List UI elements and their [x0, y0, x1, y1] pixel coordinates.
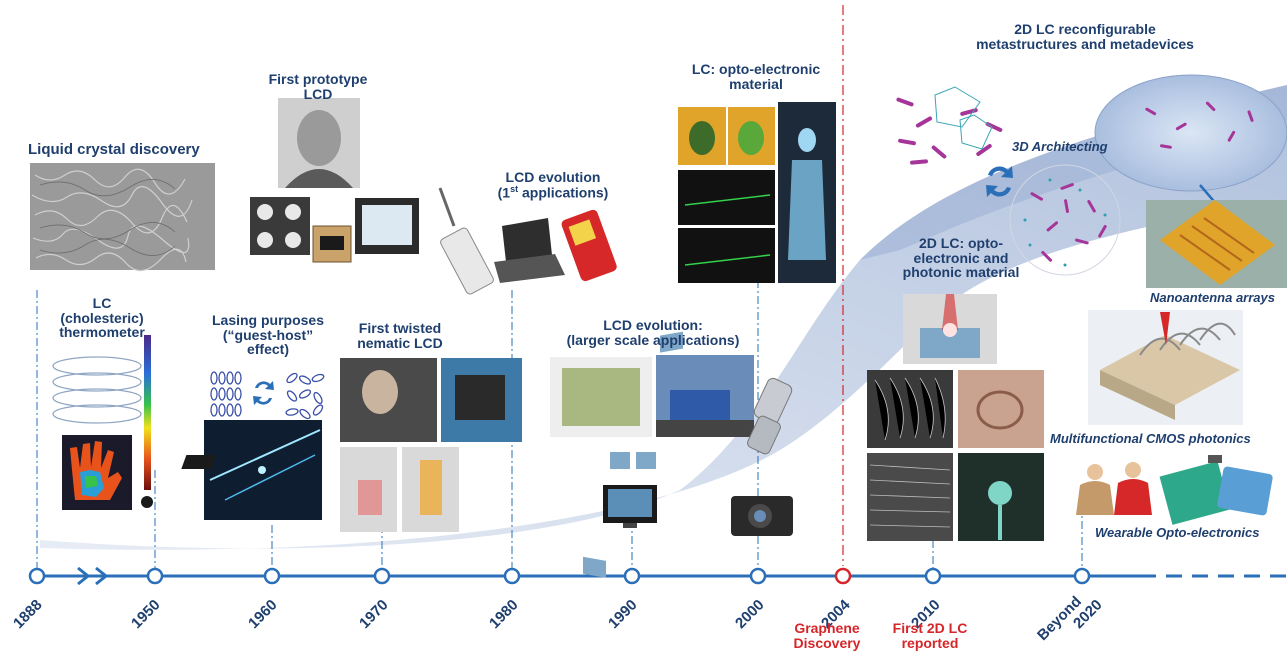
laptop-image	[494, 218, 565, 283]
fiber-texture-photo-3	[867, 453, 953, 541]
label-line: Lasing purposes	[211, 312, 325, 328]
television-image	[603, 485, 657, 528]
laser-green-photo-1	[678, 170, 775, 225]
label-line: (“guest-host”	[222, 326, 314, 343]
label-lcd-evolution-larger: LCD evolution: (larger scale application…	[548, 318, 758, 347]
label-2d-lc-material: 2D LC: opto- electronic and photonic mat…	[886, 236, 1036, 280]
label-line: material	[729, 75, 783, 92]
label-line: LCD evolution	[505, 169, 601, 185]
label-line: nematic LCD	[357, 334, 443, 351]
label-line: LC: opto-electronic	[691, 61, 821, 77]
timeline-axis	[28, 566, 1287, 586]
camera-image	[731, 496, 793, 536]
helix-stack-graphic	[52, 356, 142, 424]
guest-host-molecules	[210, 371, 325, 420]
micrograph-photo	[30, 163, 215, 272]
label-nanoantenna: Nanoantenna arrays	[1150, 290, 1275, 305]
label-cmos: Multifunctional CMOS photonics	[1050, 431, 1251, 446]
brick-phone-image	[438, 187, 494, 295]
label-line: 2D LC reconfigurable	[1014, 21, 1156, 37]
label-liquid-crystal-discovery: Liquid crystal discovery	[28, 141, 200, 158]
label-superscript: st	[510, 183, 519, 194]
label-line: Discovery	[793, 634, 861, 651]
label-line: (larger scale applications)	[566, 331, 740, 348]
wearable-figures	[1076, 455, 1273, 525]
label-lcd-evolution-first: LCD evolution (1st applications)	[478, 170, 628, 200]
fiber-texture-photo-2	[958, 370, 1044, 448]
thermal-hand-image	[62, 435, 132, 510]
label-lc-optoelectronic: LC: opto-electronic material	[676, 62, 836, 91]
label-line: LC	[92, 295, 112, 311]
label-first-2d-lc: First 2D LC reported	[880, 621, 980, 650]
gauge-panel-photo	[250, 197, 310, 255]
label-line: metastructures and metadevices	[976, 35, 1194, 52]
label-line: LCD evolution:	[603, 317, 703, 333]
label-wearable: Wearable Opto-electronics	[1095, 525, 1260, 540]
label-line: thermometer	[59, 324, 145, 341]
label-graphene-discovery: Graphene Discovery	[782, 621, 872, 650]
label-line: electronic and	[913, 249, 1009, 266]
switch-arrows-icon	[253, 381, 274, 405]
flip-phone-image	[747, 377, 793, 455]
label-line: reported	[901, 634, 959, 651]
label-part: applications)	[518, 184, 609, 201]
label-line: (1st applications)	[478, 183, 628, 201]
label-3d-architecting: 3D Architecting	[1012, 139, 1108, 154]
label-line: (cholesteric)	[60, 309, 144, 326]
handheld-game-image	[561, 209, 617, 282]
laser-green-photo-2	[678, 228, 775, 283]
label-line: effect)	[246, 341, 289, 358]
label-line: First prototype	[268, 71, 368, 87]
label-line: 2D LC: opto-	[919, 235, 1003, 251]
label-first-twisted: First twisted nematic LCD	[340, 321, 460, 350]
label-2d-reconfigurable: 2D LC reconfigurable metastructures and …	[930, 22, 1240, 51]
2d-molecules-cluster	[896, 97, 1003, 165]
label-part: (1	[497, 184, 511, 201]
label-first-prototype: First prototype LCD	[258, 72, 378, 101]
label-line: First twisted	[358, 320, 442, 336]
label-line: photonic material	[902, 264, 1020, 281]
label-line: First 2D LC	[892, 620, 968, 636]
label-line: Graphene	[794, 620, 860, 636]
label-line: LCD	[303, 85, 333, 102]
label-lc-thermometer: LC (cholesteric) thermometer	[42, 296, 162, 340]
label-lasing-purposes: Lasing purposes (“guest-host” effect)	[198, 313, 338, 357]
metastructure-oval	[1094, 74, 1287, 192]
graphene-sheets	[934, 86, 993, 150]
panorama-screens	[583, 331, 683, 578]
3d-sphere-graphic	[1009, 164, 1121, 276]
